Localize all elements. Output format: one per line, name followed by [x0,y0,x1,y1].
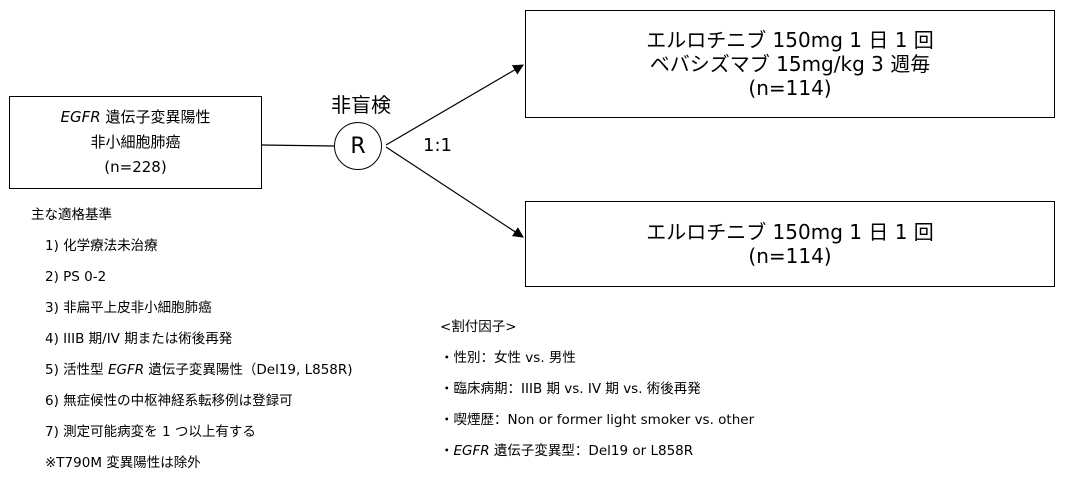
stratification-item: ・臨床病期：IIIB 期 vs. IV 期 vs. 術後再発 [440,381,701,397]
population-box: EGFR 遺伝子変異陽性 非小細胞肺癌 (n=228) [9,96,262,189]
eligibility-item: 7) 測定可能病変を 1 つ以上有する [45,424,256,440]
eligibility-item: 6) 無症候性の中枢神経系転移例は登録可 [45,393,293,409]
randomization-ratio: 1:1 [423,135,452,156]
arrow-to-arm1 [385,64,524,146]
randomization-label: 非盲検 [331,93,391,117]
randomization-node: R [334,122,382,170]
population-to-randomization-line [261,144,335,147]
eligibility-item5-prefix: 5) 活性型 [45,362,108,378]
stratification-factors: <割付因子> ・性別：女性 vs. 男性 ・臨床病期：IIIB 期 vs. IV… [440,315,754,470]
eligibility-note: ※T790M 変異陽性は除外 [45,455,201,471]
arm1-line1: エルロチニブ 150mg 1 日 1 回 [646,28,934,52]
population-line2: 非小細胞肺癌 [90,133,181,151]
arm1-line2: ベバシズマブ 15mg/kg 3 週毎 [649,52,931,76]
eligibility-criteria: 主な適格基準 1) 化学療法未治療 2) PS 0-2 3) 非扁平上皮非小細胞… [31,203,353,482]
arm1-line3: (n=114) [748,76,832,100]
arrow-to-arm2 [385,146,524,238]
stratification-item4-suffix: 遺伝子変異型：Del19 or L858R [489,443,694,459]
stratification-item4-prefix: ・ [440,443,454,459]
eligibility-item5-suffix: 遺伝子変異陽性（Del19, L858R) [144,362,353,378]
arm2-box: エルロチニブ 150mg 1 日 1 回 (n=114) [525,201,1055,287]
eligibility-heading: 主な適格基準 [31,207,112,223]
eligibility-item: 2) PS 0-2 [45,269,107,285]
eligibility-item: 5) 活性型 EGFR 遺伝子変異陽性（Del19, L858R) [31,358,353,389]
arm2-line2: (n=114) [748,244,832,268]
stratification-heading: <割付因子> [440,319,517,335]
eligibility-item5-gene: EGFR [107,362,145,378]
population-line3: (n=228) [104,158,167,176]
stratification-item: ・性別：女性 vs. 男性 [440,350,576,366]
eligibility-item: 4) IIIB 期/IV 期または術後再発 [45,331,233,347]
population-line1-text: 遺伝子変異陽性 [100,108,211,126]
arm2-line1: エルロチニブ 150mg 1 日 1 回 [646,220,934,244]
arm1-box: エルロチニブ 150mg 1 日 1 回 ベバシズマブ 15mg/kg 3 週毎… [525,10,1055,118]
population-line1: EGFR 遺伝子変異陽性 [61,105,211,130]
eligibility-item: 3) 非扁平上皮非小細胞肺癌 [45,300,212,316]
stratification-item: ・喫煙歴：Non or former light smoker vs. othe… [440,412,755,428]
stratification-item: ・EGFR 遺伝子変異型：Del19 or L858R [440,439,754,470]
population-gene: EGFR [60,108,101,126]
stratification-item4-gene: EGFR [453,443,490,459]
eligibility-item: 1) 化学療法未治療 [45,238,158,254]
